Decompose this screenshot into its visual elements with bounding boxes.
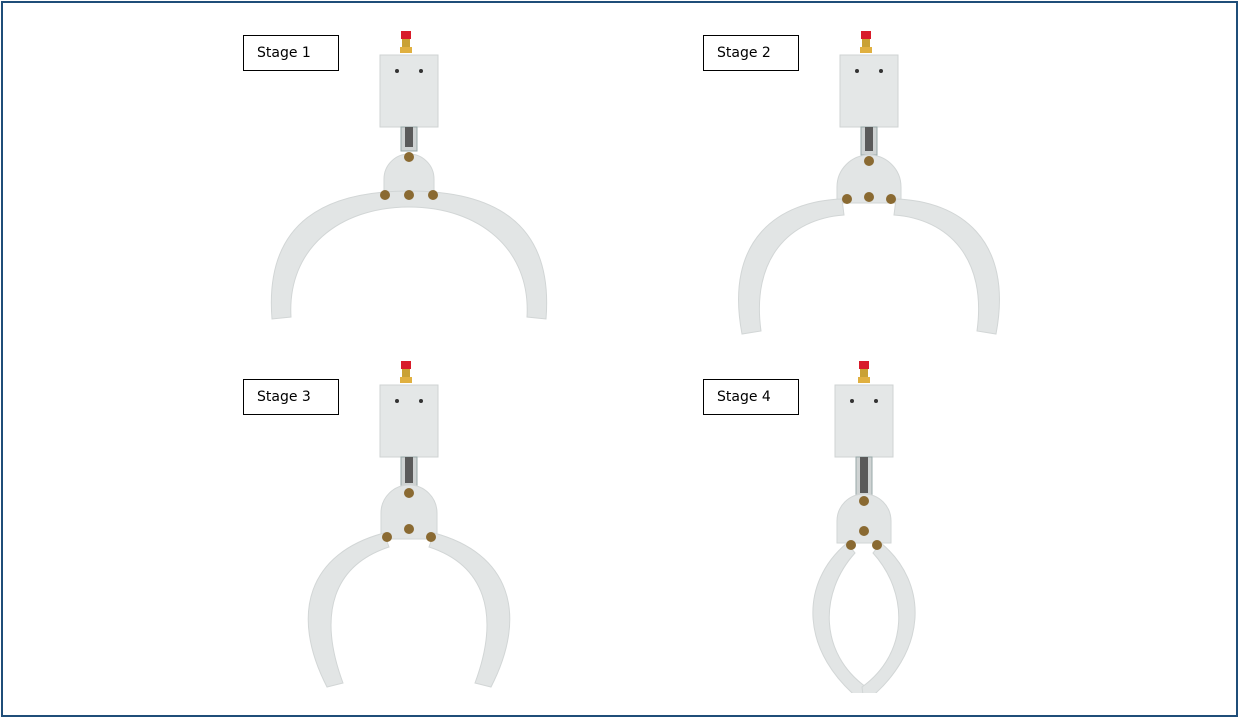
stage-1-label: Stage 1 [243,35,339,71]
pneumatic-fitting-icon [400,361,412,383]
stage-3-panel: Stage 3 [9,353,569,693]
gripper-arm-icon [270,153,548,320]
pin-icon [846,496,882,550]
stage-3-label: Stage 3 [243,379,339,415]
pin-icon [380,152,438,200]
stage-2-label: Stage 2 [703,35,799,71]
cylinder-body-icon [379,54,439,152]
gripper-stage-3-illustration [307,361,511,688]
cylinder-body-icon [839,54,899,156]
gripper-stage-2-illustration [738,31,1000,335]
cylinder-body-icon [379,384,439,488]
stage-4-panel: Stage 4 [469,353,1029,693]
pin-icon [382,488,436,542]
pneumatic-fitting-icon [860,31,872,53]
cylinder-body-icon [834,384,894,498]
stage-4-label: Stage 4 [703,379,799,415]
pneumatic-fitting-icon [858,361,870,383]
pneumatic-fitting-icon [400,31,412,53]
gripper-stage-1-illustration [270,31,548,320]
stage-2-panel: Stage 2 [469,9,1029,349]
gripper-arm-icon [812,493,916,693]
gripper-stage-4-illustration [812,361,916,693]
gripper-arm-icon [738,154,1000,335]
pin-icon [842,156,896,204]
stage-1-panel: Stage 1 [9,9,569,349]
